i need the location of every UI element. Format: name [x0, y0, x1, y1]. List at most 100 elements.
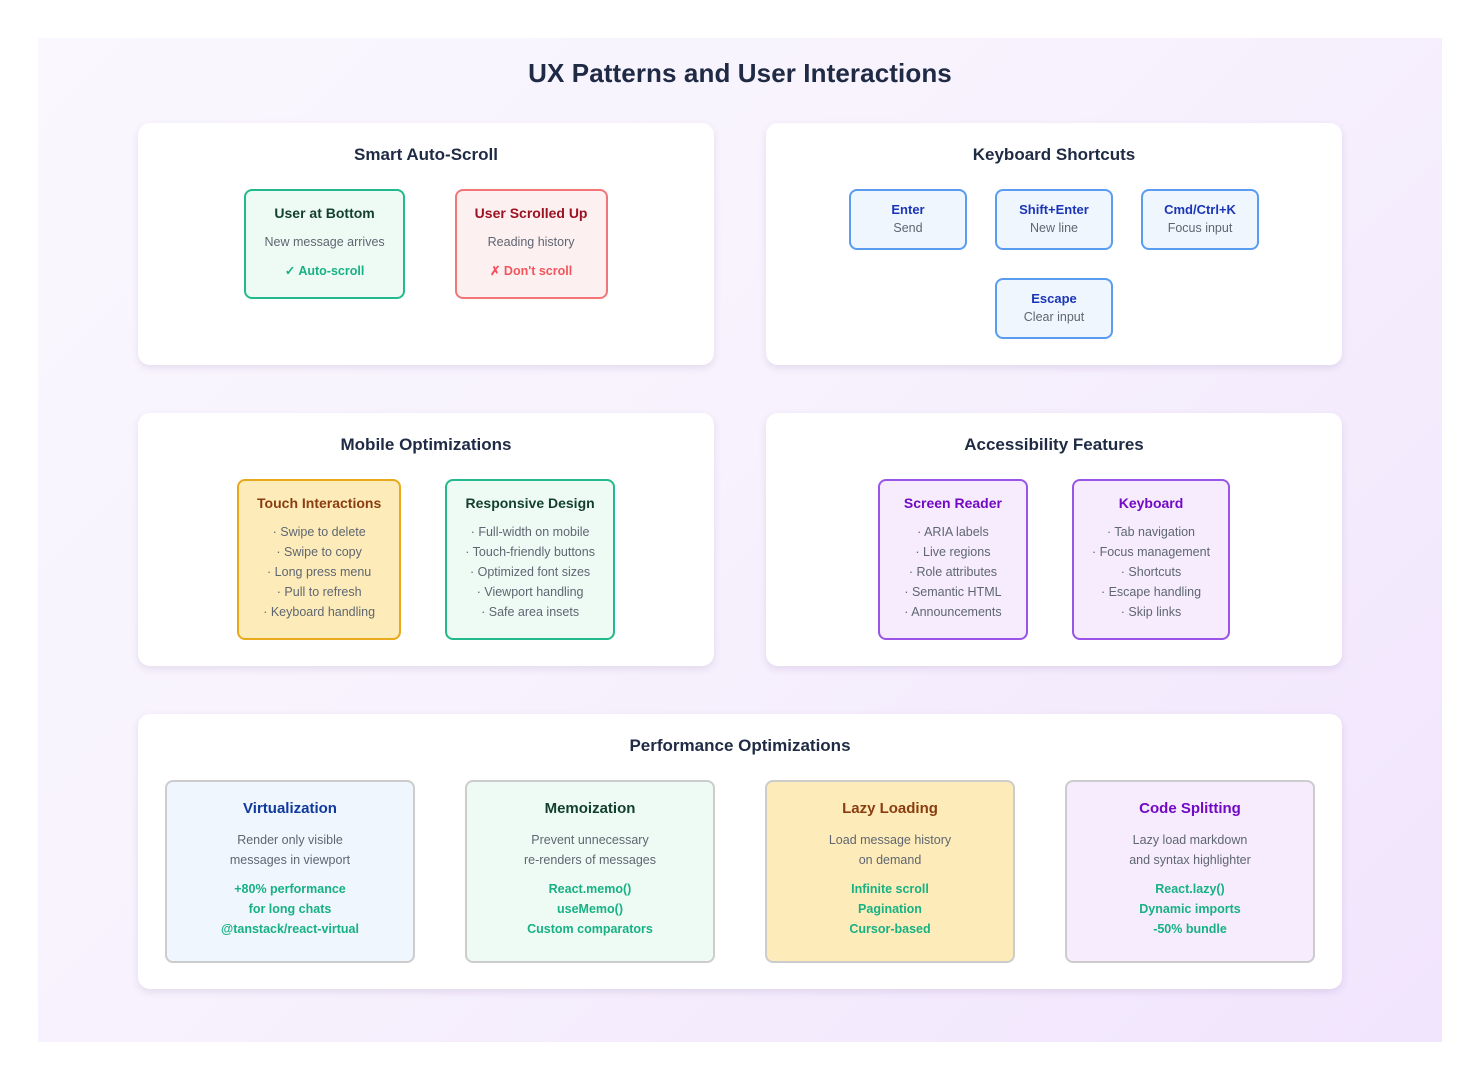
box-title: User Scrolled Up [474, 205, 588, 221]
box-user-at-bottom[interactable]: User at Bottom New message arrives ✓ Aut… [244, 189, 405, 299]
box-subtext-line: Load message history [828, 833, 952, 847]
box-accent-line: Dynamic imports [1139, 902, 1241, 916]
performance-box-row: Virtualization Render only visible messa… [162, 780, 1318, 963]
panel-title-auto-scroll: Smart Auto-Scroll [354, 145, 498, 164]
box-accent-line: Cursor-based [849, 922, 931, 936]
box-title: Virtualization [243, 800, 337, 817]
panel-mobile-optimizations: Mobile Optimizations Touch Interactions … [138, 413, 714, 666]
accessibility-box-row: Screen Reader · ARIA labels · Live regio… [790, 479, 1318, 640]
box-accent-line: useMemo() [557, 902, 623, 916]
list-item: · ARIA labels [917, 525, 989, 539]
feature-list: · Swipe to delete · Swipe to copy · Long… [257, 522, 381, 622]
list-item: · Tab navigation [1106, 525, 1195, 539]
box-accent-line: Infinite scroll [851, 882, 929, 896]
box-accent-text: ✓ Auto-scroll [284, 264, 365, 278]
list-item: · Focus management [1091, 545, 1211, 559]
box-title: User at Bottom [274, 205, 375, 221]
box-accent-line: React.memo() [548, 882, 632, 896]
box-code-splitting[interactable]: Code Splitting Lazy load markdown and sy… [1065, 780, 1315, 963]
box-title: Memoization [544, 800, 636, 817]
shortcut-key-shift-enter[interactable]: Shift+Enter New line [995, 189, 1113, 250]
list-item: · Keyboard handling [263, 605, 376, 619]
list-item: · Long press menu [267, 565, 372, 579]
page-title: UX Patterns and User Interactions [528, 58, 952, 88]
list-item: · Safe area insets [481, 605, 580, 619]
box-accent-line: @tanstack/react-virtual [221, 922, 359, 936]
row-one: Smart Auto-Scroll User at Bottom New mes… [138, 123, 1342, 365]
shortcut-key-label: Escape [1031, 291, 1077, 306]
box-subtext-line: and syntax highlighter [1129, 853, 1251, 867]
list-item: · Pull to refresh [276, 585, 362, 599]
box-accent-line: for long chats [248, 902, 332, 916]
mobile-box-row: Touch Interactions · Swipe to delete · S… [162, 479, 690, 640]
panel-title-performance-optimizations: Performance Optimizations [629, 736, 851, 755]
panel-performance-optimizations: Performance Optimizations Virtualization… [138, 714, 1342, 989]
feature-list: · Tab navigation · Focus management · Sh… [1092, 522, 1210, 622]
box-accent-line: React.lazy() [1155, 882, 1225, 896]
box-subtext: Reading history [487, 235, 575, 249]
box-subtext-line: Lazy load markdown [1132, 833, 1248, 847]
shortcut-key-enter[interactable]: Enter Send [849, 189, 967, 250]
box-user-scrolled-up[interactable]: User Scrolled Up Reading history ✗ Don't… [454, 189, 608, 299]
feature-list: · ARIA labels · Live regions · Role attr… [898, 522, 1008, 622]
box-title: Responsive Design [465, 495, 595, 511]
shortcut-key-escape[interactable]: Escape Clear input [995, 278, 1113, 339]
box-lazy-loading[interactable]: Lazy Loading Load message history on dem… [765, 780, 1015, 963]
list-item: · Semantic HTML [904, 585, 1002, 599]
panel-accessibility-features: Accessibility Features Screen Reader · A… [766, 413, 1342, 666]
box-title: Touch Interactions [257, 495, 382, 511]
panel-title-mobile-optimizations: Mobile Optimizations [340, 435, 512, 454]
box-touch-interactions[interactable]: Touch Interactions · Swipe to delete · S… [237, 479, 402, 640]
box-title: Code Splitting [1139, 800, 1241, 817]
list-item: · Swipe to delete [272, 525, 366, 539]
list-item: · Swipe to copy [276, 545, 362, 559]
box-subtext-line: Prevent unnecessary [531, 833, 649, 847]
box-accent-line: Pagination [858, 902, 922, 916]
box-title: Screen Reader [903, 495, 1002, 511]
box-subtext-line: Render only visible [237, 833, 343, 847]
list-item: · Live regions [915, 545, 991, 559]
shortcut-key-label: Shift+Enter [1019, 202, 1089, 217]
feature-list: · Full-width on mobile · Touch-friendly … [465, 522, 595, 622]
box-subtext-line: messages in viewport [229, 853, 351, 867]
box-responsive-design[interactable]: Responsive Design · Full-width on mobile… [445, 479, 615, 640]
panel-title-accessibility-features: Accessibility Features [964, 435, 1144, 454]
list-item: · Shortcuts [1120, 565, 1182, 579]
shortcut-key-cmd-ctrl-k[interactable]: Cmd/Ctrl+K Focus input [1141, 189, 1259, 250]
shortcut-key-description: Focus input [1167, 221, 1233, 235]
shortcut-key-description: New line [1030, 221, 1078, 235]
box-subtext-line: on demand [858, 853, 922, 867]
box-accent-line: -50% bundle [1153, 922, 1227, 936]
shortcut-key-description: Send [893, 221, 923, 235]
list-item: · Skip links [1120, 605, 1182, 619]
auto-scroll-box-row: User at Bottom New message arrives ✓ Aut… [162, 189, 690, 299]
list-item: · Escape handling [1100, 585, 1202, 599]
list-item: · Viewport handling [476, 585, 584, 599]
list-item: · Announcements [904, 605, 1002, 619]
list-item: · Optimized font sizes [470, 565, 591, 579]
list-item: · Touch-friendly buttons [465, 545, 595, 559]
keyboard-shortcut-list: Enter Send Shift+Enter New line Cmd/Ctrl… [824, 189, 1284, 339]
box-title: Lazy Loading [842, 800, 938, 817]
panel-title-keyboard-shortcuts: Keyboard Shortcuts [972, 145, 1136, 164]
list-item: · Role attributes [908, 565, 998, 579]
panel-smart-auto-scroll: Smart Auto-Scroll User at Bottom New mes… [138, 123, 714, 365]
box-keyboard[interactable]: Keyboard · Tab navigation · Focus manage… [1071, 479, 1231, 640]
box-virtualization[interactable]: Virtualization Render only visible messa… [165, 780, 415, 963]
row-two: Mobile Optimizations Touch Interactions … [138, 413, 1342, 666]
shortcut-key-description: Clear input [1023, 310, 1085, 324]
box-accent-line: Custom comparators [527, 922, 653, 936]
panel-rows: Smart Auto-Scroll User at Bottom New mes… [138, 123, 1342, 989]
box-subtext: New message arrives [264, 235, 385, 249]
panel-keyboard-shortcuts: Keyboard Shortcuts Enter Send Shift+Ente… [766, 123, 1342, 365]
box-screen-reader[interactable]: Screen Reader · ARIA labels · Live regio… [877, 479, 1028, 640]
box-accent-text: ✗ Don't scroll [489, 264, 573, 278]
shortcut-key-label: Cmd/Ctrl+K [1164, 202, 1236, 217]
list-item: · Full-width on mobile [470, 525, 590, 539]
box-memoization[interactable]: Memoization Prevent unnecessary re-rende… [465, 780, 715, 963]
box-title: Keyboard [1118, 495, 1184, 511]
shortcut-key-label: Enter [891, 202, 925, 217]
box-accent-line: +80% performance [234, 882, 346, 896]
diagram-canvas: UX Patterns and User Interactions Smart … [38, 38, 1442, 1042]
box-subtext-line: re-renders of messages [523, 853, 656, 867]
